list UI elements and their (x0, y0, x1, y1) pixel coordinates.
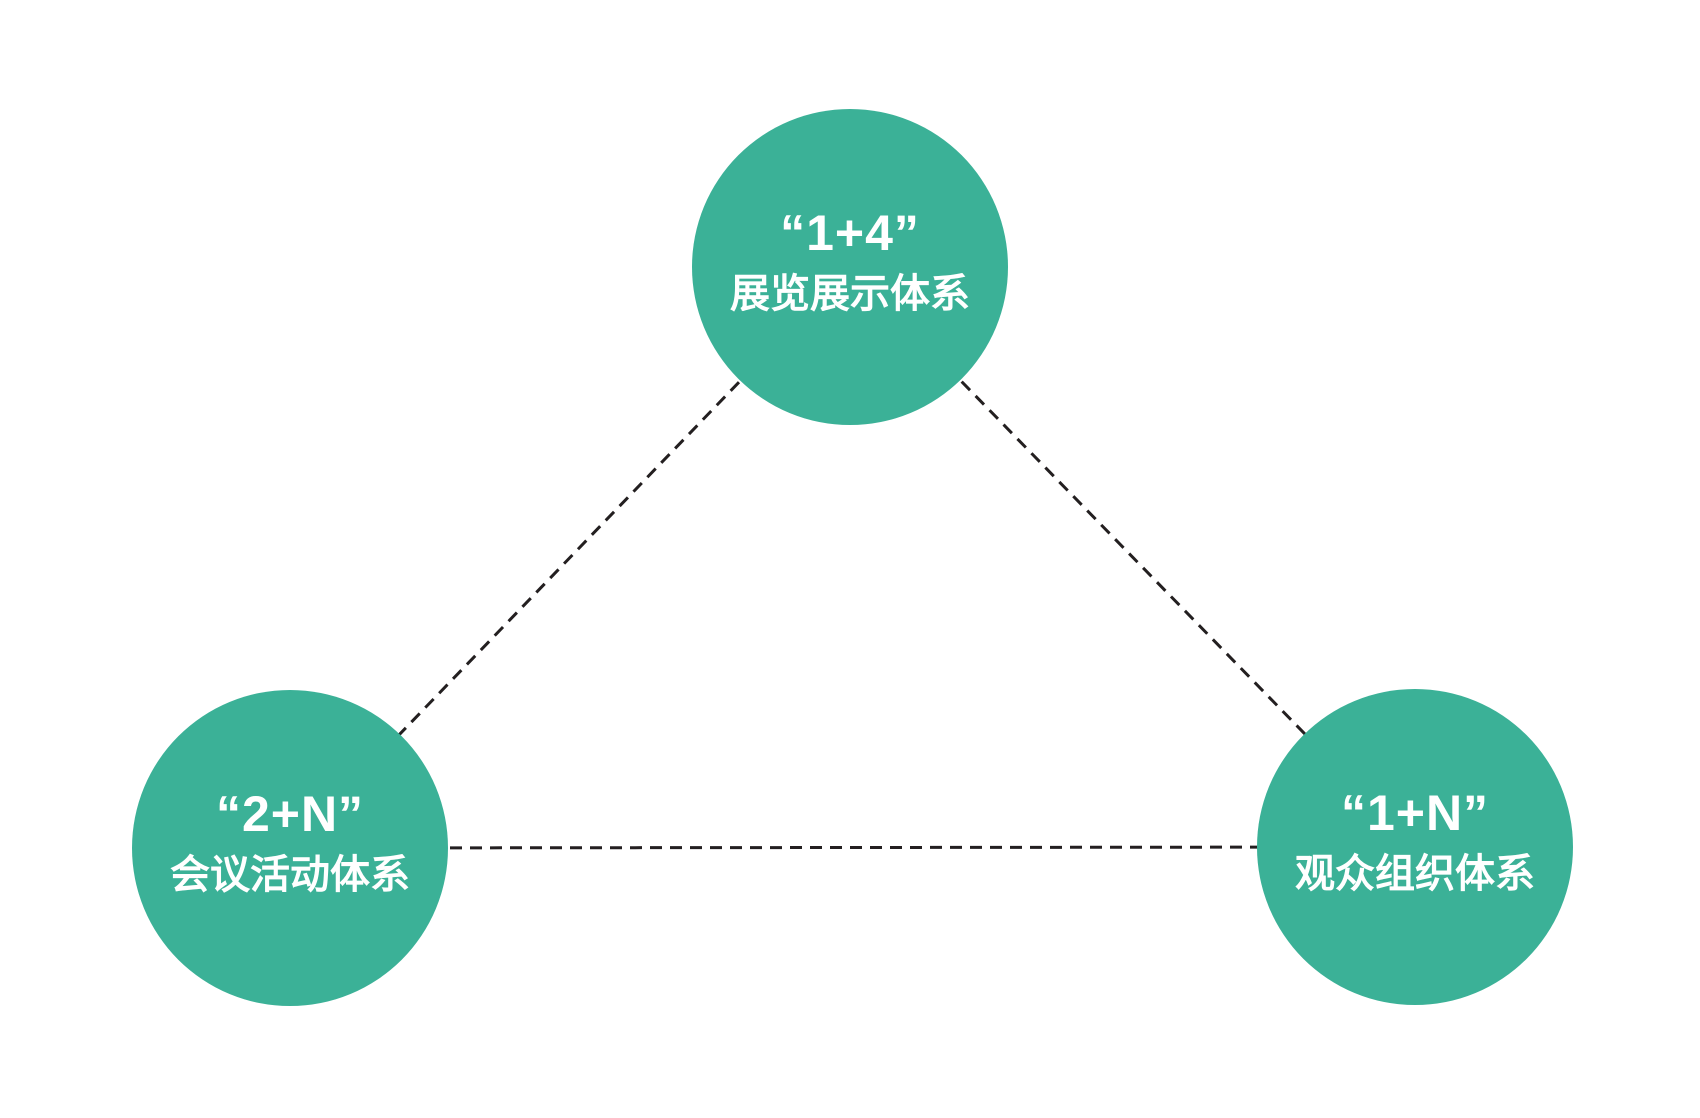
node-audience-title: “1+N” (1340, 785, 1490, 841)
node-conference-subtitle: 会议活动体系 (170, 853, 410, 897)
connector-top-to-left (288, 265, 852, 850)
node-exhibition-subtitle: 展览展示体系 (730, 272, 970, 316)
node-conference-title: “2+N” (215, 786, 365, 842)
node-audience-system: “1+N” 观众组织体系 (1257, 689, 1573, 1005)
node-exhibition-system: “1+4” 展览展示体系 (692, 109, 1008, 425)
connector-top-to-right (848, 265, 1417, 849)
node-audience-subtitle: 观众组织体系 (1295, 852, 1535, 896)
connector-left-to-right (289, 845, 1416, 850)
node-label-group: “1+N” 观众组织体系 (1295, 788, 1535, 894)
node-label-group: “1+4” 展览展示体系 (730, 208, 970, 314)
node-exhibition-title: “1+4” (780, 205, 920, 261)
node-label-group: “2+N” 会议活动体系 (170, 789, 410, 895)
node-conference-system: “2+N” 会议活动体系 (132, 690, 448, 1006)
